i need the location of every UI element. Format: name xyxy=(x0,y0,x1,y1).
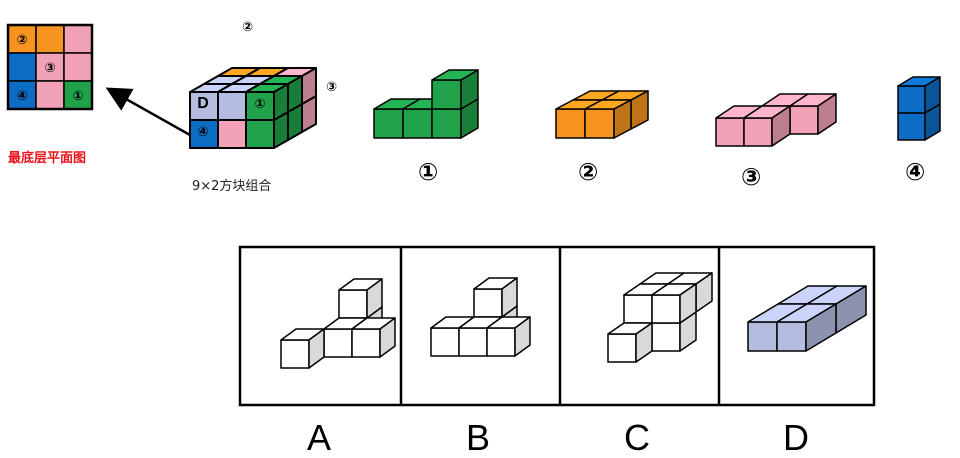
floor-plan: ② ③ ④ ① xyxy=(6,23,94,111)
combo-label-right: ③ xyxy=(326,80,337,95)
floor-plan-title: 最底层平面图 xyxy=(8,150,86,166)
floor-cell-label: ③ xyxy=(44,61,55,76)
combo-label-front-green: ① xyxy=(254,97,265,112)
piece-4 xyxy=(897,76,941,141)
option-c-figure[interactable] xyxy=(607,272,713,363)
option-a-figure[interactable] xyxy=(280,278,396,369)
piece-3 xyxy=(715,93,837,147)
piece-1 xyxy=(373,69,479,139)
option-b-figure[interactable] xyxy=(430,277,531,357)
option-a-letter[interactable]: A xyxy=(307,417,331,458)
option-c-letter[interactable]: C xyxy=(624,417,650,458)
piece-3-label: ③ xyxy=(741,163,761,191)
floor-cell xyxy=(7,52,37,82)
piece-2 xyxy=(555,90,649,139)
option-d-figure[interactable] xyxy=(747,285,867,352)
piece-2-label: ② xyxy=(578,158,598,186)
floor-cell xyxy=(35,80,65,110)
floor-cell xyxy=(63,52,93,82)
combo-caption: 9×2方块组合 xyxy=(192,178,271,194)
floor-cell xyxy=(63,24,93,54)
cube-combination: D ① ④ xyxy=(189,67,317,149)
piece-4-label: ④ xyxy=(905,158,925,186)
option-d-letter[interactable]: D xyxy=(783,417,809,458)
floor-cell xyxy=(35,24,65,54)
combo-label-d: D xyxy=(197,95,209,112)
piece-1-label: ① xyxy=(418,158,438,186)
combo-label-front-blue: ④ xyxy=(197,125,208,140)
combo-label-top: ② xyxy=(242,20,253,35)
arrow xyxy=(105,87,191,137)
options-box xyxy=(238,245,876,407)
floor-cell-label: ② xyxy=(16,33,27,48)
option-b-letter[interactable]: B xyxy=(466,417,490,458)
floor-cell-label: ④ xyxy=(16,89,27,104)
floor-cell-label: ① xyxy=(72,89,83,104)
